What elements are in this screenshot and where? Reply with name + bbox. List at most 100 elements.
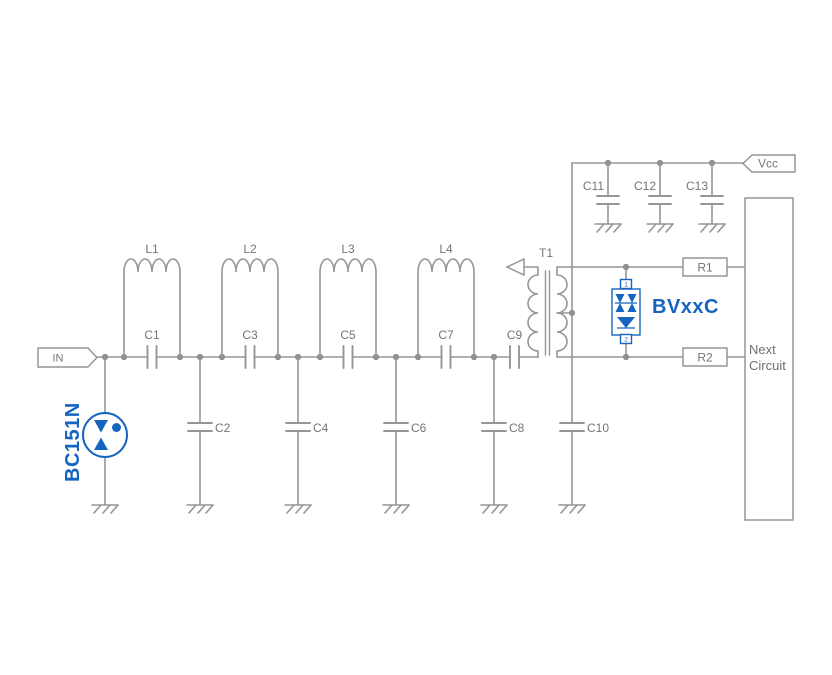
input-flag bbox=[37, 347, 99, 368]
ground-icon bbox=[91, 504, 119, 514]
next-circuit-body bbox=[744, 197, 794, 521]
capacitor-label: C11 bbox=[583, 179, 604, 193]
ground-icon bbox=[382, 504, 410, 514]
ground-icon bbox=[284, 504, 312, 514]
tvs-pin2-label: 2 bbox=[624, 337, 628, 344]
next-circuit-label-line1: Next bbox=[749, 342, 776, 357]
tvs-diode-icon bbox=[627, 303, 637, 312]
junction-dot bbox=[622, 263, 630, 271]
primary-top-wire bbox=[523, 266, 539, 276]
capacitor-C3: C3 bbox=[242, 328, 258, 369]
vcc-label: Vcc bbox=[758, 157, 778, 171]
ground-icon bbox=[186, 504, 214, 514]
capacitor-plates bbox=[146, 345, 158, 369]
gdt-gas-dot-icon bbox=[112, 423, 121, 432]
inductor-L2: L2 bbox=[221, 242, 279, 357]
transformer-core bbox=[544, 270, 551, 356]
capacitor-label: C1 bbox=[144, 328, 160, 342]
ground-icon bbox=[594, 223, 622, 233]
resistor-R1: R1 bbox=[682, 257, 746, 277]
input-port: IN bbox=[37, 347, 99, 368]
inductor-coil bbox=[221, 258, 279, 357]
gdt-circle bbox=[82, 412, 128, 458]
capacitor-label: C5 bbox=[340, 328, 356, 342]
capacitor-label: C3 bbox=[242, 328, 258, 342]
capacitor-label: C9 bbox=[507, 328, 523, 342]
inductor-L3: L3 bbox=[319, 242, 377, 357]
inductor-label: L4 bbox=[439, 242, 453, 256]
capacitor-C11: C11 bbox=[583, 162, 622, 233]
surge-arrester-bc151n: BC151N bbox=[62, 356, 128, 514]
capacitor-C5: C5 bbox=[340, 328, 356, 369]
capacitor-plates bbox=[285, 422, 311, 432]
junction-dot bbox=[622, 353, 630, 361]
secondary-bottom-wire bbox=[556, 350, 684, 358]
capacitor-plates bbox=[596, 195, 620, 205]
transformer-t1: T1 bbox=[505, 246, 684, 358]
capacitor-plates bbox=[440, 345, 452, 369]
input-label: IN bbox=[53, 353, 64, 365]
capacitor-C1: C1 bbox=[144, 328, 160, 369]
tvs-array-bvxxc: 1 2 BVxxC bbox=[611, 263, 719, 361]
tvs-pin1 bbox=[619, 278, 633, 290]
tvs-diode-icon bbox=[615, 294, 625, 303]
capacitor-plates bbox=[509, 345, 520, 369]
capacitor-plates bbox=[244, 345, 256, 369]
tvs-diode-icon bbox=[627, 294, 637, 303]
capacitor-label: C13 bbox=[686, 179, 708, 193]
capacitor-C8: C8 bbox=[480, 356, 525, 514]
primary-coil bbox=[527, 274, 539, 352]
tvs-label: BVxxC bbox=[652, 296, 719, 318]
ground-icon bbox=[480, 504, 508, 514]
capacitor-C13: C13 bbox=[686, 162, 726, 233]
capacitor-C2: C2 bbox=[186, 356, 231, 514]
ground-icon bbox=[698, 223, 726, 233]
capacitor-C4: C4 bbox=[284, 356, 329, 514]
secondary-top-wire bbox=[556, 266, 684, 276]
inductor-label: L3 bbox=[341, 242, 355, 256]
tvs-diode-icon bbox=[617, 317, 635, 328]
resistor-label: R2 bbox=[697, 351, 713, 365]
capacitor-plates bbox=[481, 422, 507, 432]
capacitor-C10: C10 bbox=[558, 421, 609, 514]
phase-arrow-icon bbox=[505, 257, 525, 277]
tvs-pin1-label: 1 bbox=[624, 282, 628, 289]
resistor-label: R1 bbox=[697, 261, 713, 275]
capacitor-plates bbox=[559, 422, 585, 432]
inductor-coil bbox=[123, 258, 181, 357]
inductor-coil bbox=[417, 258, 475, 357]
vcc-rail: Vcc bbox=[571, 154, 796, 424]
next-circuit-block: Next Circuit bbox=[744, 197, 794, 521]
ground-icon bbox=[558, 504, 586, 514]
next-circuit-label-line2: Circuit bbox=[749, 358, 786, 373]
vcc-flag bbox=[741, 154, 796, 173]
capacitor-label: C4 bbox=[313, 421, 329, 435]
ground-icon bbox=[646, 223, 674, 233]
capacitor-plates bbox=[383, 422, 409, 432]
capacitor-label: C2 bbox=[215, 421, 231, 435]
capacitor-plates bbox=[648, 195, 672, 205]
capacitor-C6: C6 bbox=[382, 356, 427, 514]
capacitor-plates bbox=[187, 422, 213, 432]
inductor-label: L2 bbox=[243, 242, 257, 256]
resistor-R2: R2 bbox=[682, 347, 746, 367]
capacitor-label: C12 bbox=[634, 179, 656, 193]
capacitor-C7: C7 bbox=[438, 328, 454, 369]
tvs-pin2 bbox=[619, 333, 633, 345]
capacitor-C9: C9 bbox=[507, 328, 523, 369]
capacitor-plates bbox=[342, 345, 354, 369]
inductor-L4: L4 bbox=[417, 242, 475, 357]
capacitor-C12: C12 bbox=[634, 162, 674, 233]
arrester-label: BC151N bbox=[62, 402, 84, 482]
transformer-label: T1 bbox=[539, 246, 553, 260]
junction-dot bbox=[568, 309, 576, 317]
inductor-label: L1 bbox=[145, 242, 159, 256]
gdt-electrode-icon bbox=[94, 420, 108, 433]
inductor-coil bbox=[319, 258, 377, 357]
inductor-L1: L1 bbox=[123, 242, 181, 357]
capacitor-plates bbox=[700, 195, 724, 205]
capacitor-label: C6 bbox=[411, 421, 427, 435]
capacitor-label: C10 bbox=[587, 421, 609, 435]
capacitor-label: C8 bbox=[509, 421, 525, 435]
